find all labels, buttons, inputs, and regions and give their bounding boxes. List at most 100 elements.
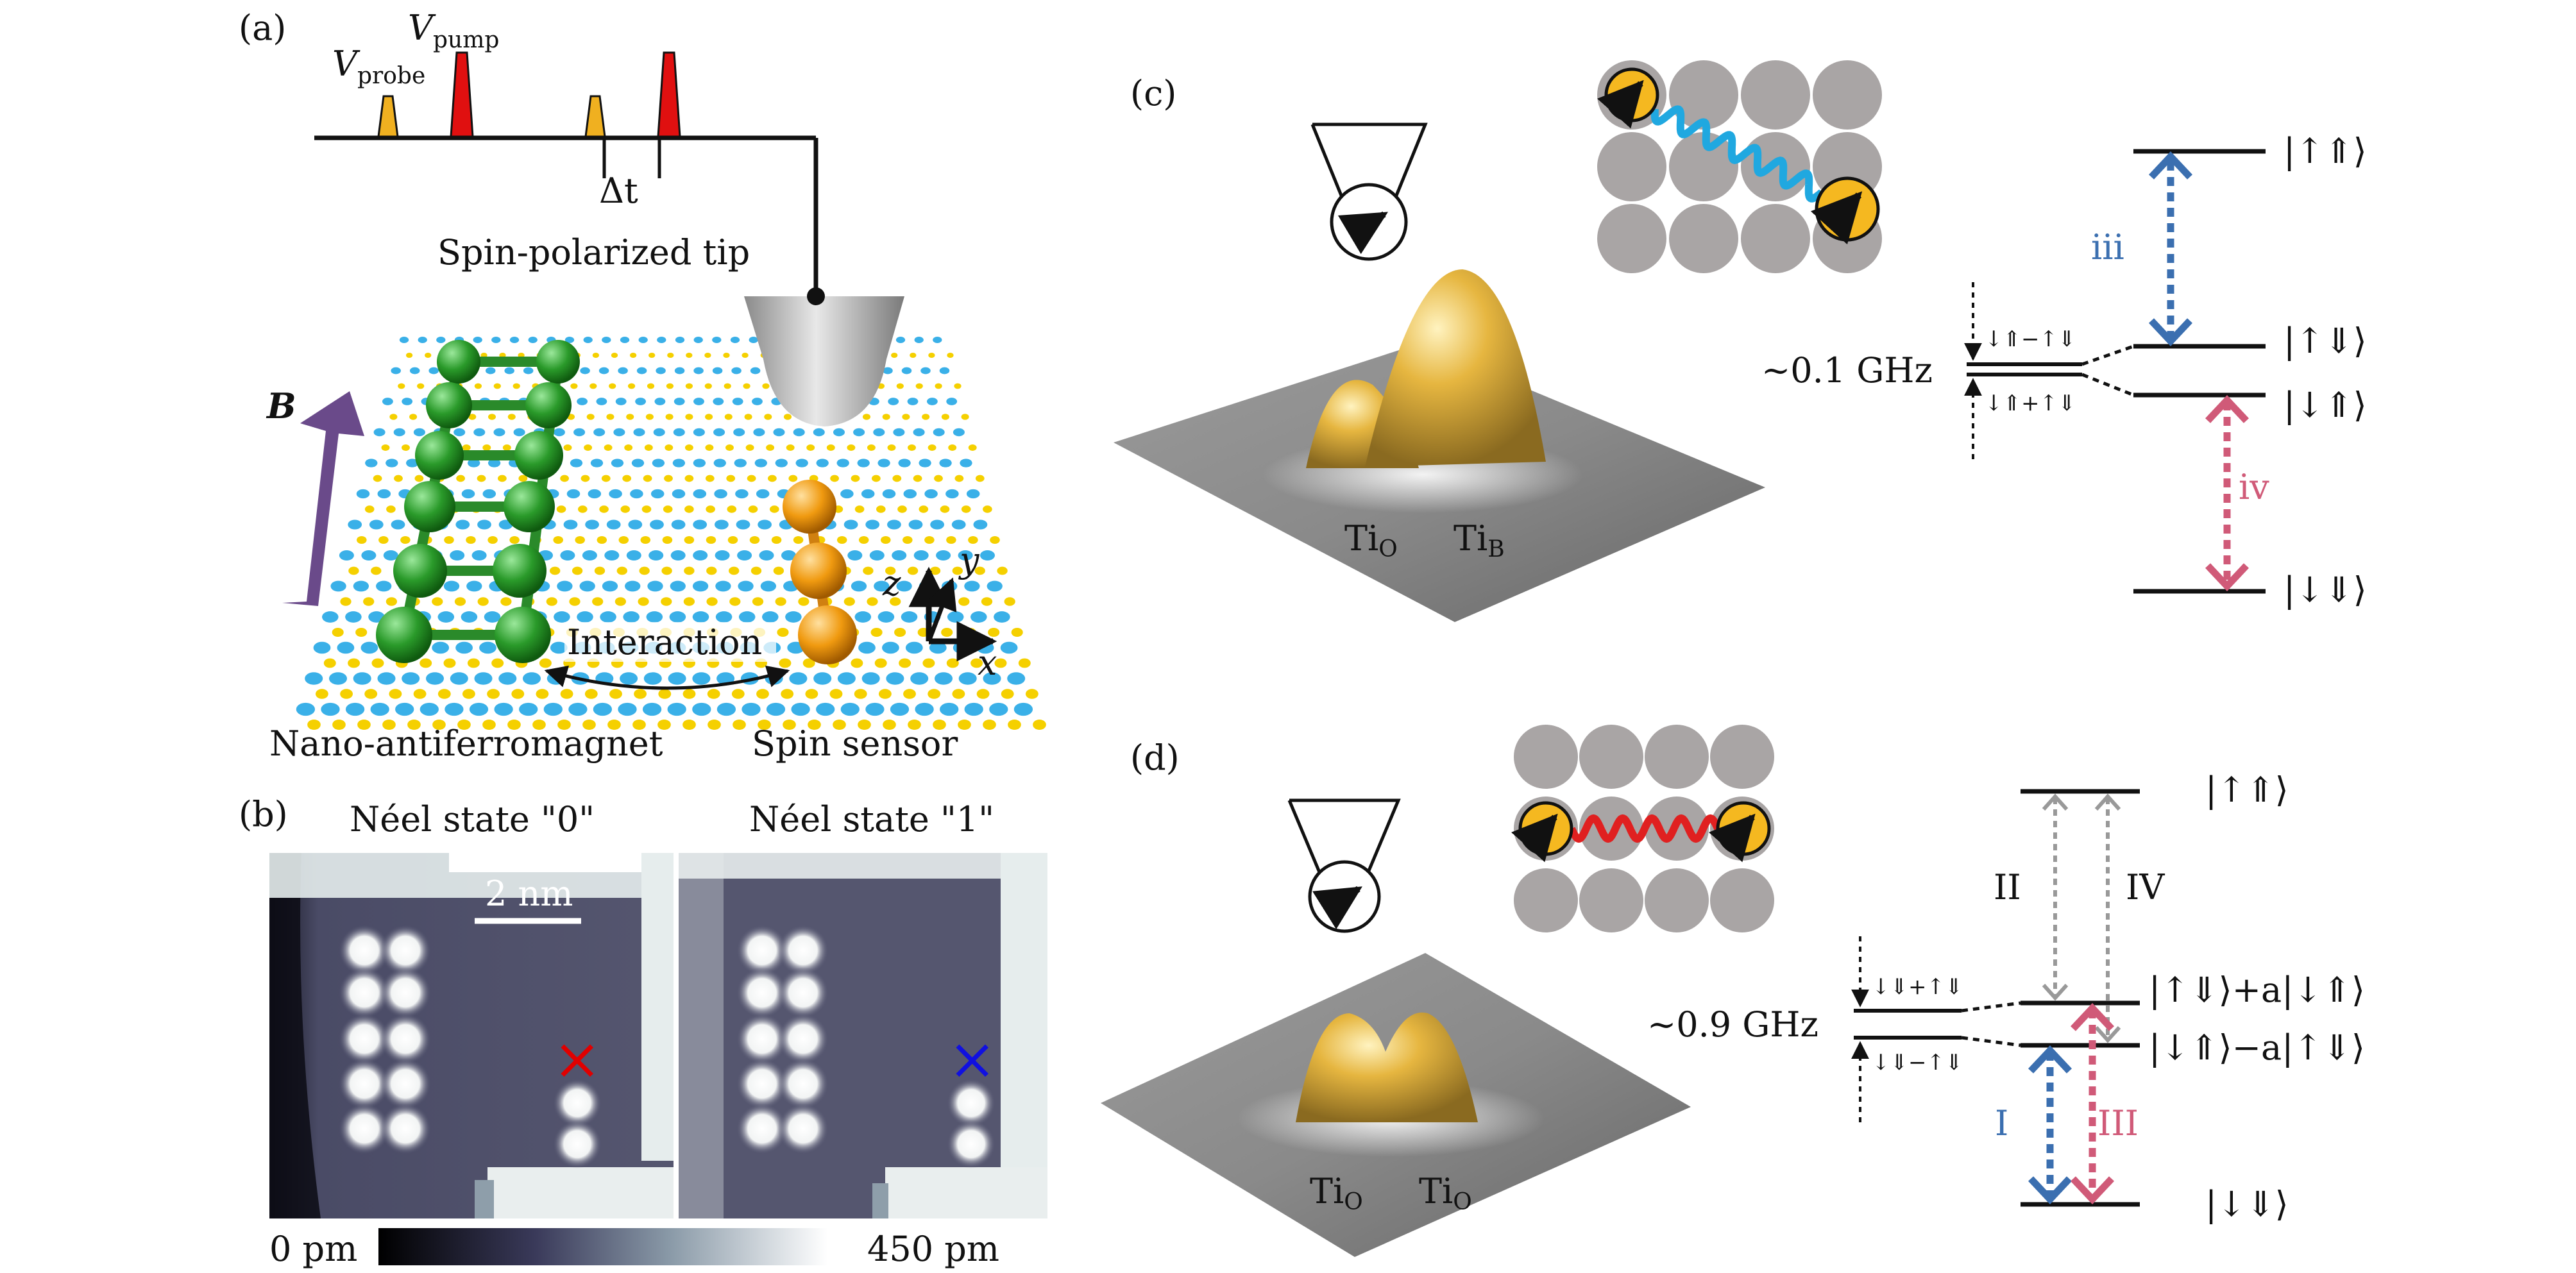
- lattice-dot: [413, 428, 425, 437]
- lattice-dot: [473, 428, 486, 437]
- lattice-dot: [854, 611, 872, 623]
- lattice-dot: [425, 352, 432, 358]
- coupling-wave-d: [1568, 814, 1722, 843]
- tip-sketch-d: [1287, 798, 1401, 933]
- lattice-dot: [783, 414, 792, 420]
- lattice-dot: [791, 702, 810, 716]
- afm-atom: [415, 431, 464, 480]
- lattice-dot: [933, 428, 945, 437]
- spin-atom-d-2: [1708, 801, 1771, 863]
- lattice-dot: [706, 505, 715, 513]
- lattice-dot: [928, 444, 936, 451]
- lattice-dot: [560, 475, 569, 482]
- lattice-dot: [847, 444, 856, 451]
- lattice-dot: [437, 611, 455, 623]
- lattice-dot: [793, 428, 805, 437]
- lattice-dot: [377, 672, 396, 685]
- lattice-dot: [882, 414, 890, 420]
- lattice-dot: [373, 475, 382, 482]
- lattice-dot: [618, 367, 628, 375]
- lattice-dot: [745, 444, 754, 451]
- lattice-dot: [865, 702, 885, 716]
- pump-pulse-1: [450, 51, 474, 138]
- lattice-dot: [357, 719, 371, 730]
- spin-sensor-atoms: [783, 480, 857, 664]
- lattice-dot: [614, 597, 627, 606]
- lattice-dot: [913, 550, 929, 561]
- tip-spin-arrow-icon: [1312, 886, 1362, 930]
- lattice-dot: [345, 702, 365, 716]
- lattice-dot: [584, 444, 593, 451]
- lattice-dot: [733, 719, 746, 730]
- lattice-dot: [808, 719, 821, 730]
- lattice-dot: [647, 580, 663, 592]
- lattice-dot: [756, 689, 769, 699]
- lattice-dot: [597, 535, 607, 544]
- lattice-dot: [461, 489, 475, 499]
- lattice-dot: [332, 627, 344, 637]
- lattice-dot: [891, 352, 898, 358]
- lattice-dot: [553, 535, 563, 544]
- lattice-dot: [518, 475, 528, 482]
- lattice-dot: [596, 398, 607, 405]
- lattice-dot: [952, 689, 965, 699]
- lattice-dot: [958, 719, 971, 730]
- lattice-dot: [734, 459, 747, 468]
- lattice-dot: [759, 550, 774, 561]
- panel-b: (b) Néel state "0" Néel state "1" 2 nm ×: [239, 794, 1047, 1269]
- level-label-d-3: |↓⇓⟩: [2205, 1184, 2289, 1224]
- lattice-dot: [704, 352, 711, 358]
- lattice-dot: [622, 475, 632, 482]
- lattice-dot: [964, 627, 976, 637]
- lattice-dot: [954, 383, 962, 389]
- lattice-dot: [913, 475, 922, 482]
- lattice-dot: [491, 337, 501, 343]
- lattice-dot: [583, 337, 593, 343]
- afm-atom: [495, 607, 551, 663]
- lattice-dot: [667, 352, 674, 358]
- lattice-dot: [979, 550, 996, 561]
- afm-atom: [426, 382, 472, 428]
- lattice-dot: [936, 550, 951, 561]
- afm-atom: [536, 340, 580, 384]
- lattice-dot: [487, 535, 498, 544]
- lattice-dot: [715, 580, 731, 592]
- lattice-dot: [853, 428, 865, 437]
- lattice-dot: [874, 658, 887, 668]
- lattice-dot: [661, 597, 672, 606]
- lattice-dot: [764, 414, 772, 420]
- lattice-dot: [417, 383, 425, 389]
- lattice-dot: [816, 702, 835, 716]
- lattice-dot: [840, 489, 854, 499]
- grid-atom: [1741, 204, 1810, 273]
- lattice-dot: [731, 689, 745, 699]
- lattice-dot: [693, 428, 705, 437]
- lattice-dot: [606, 519, 621, 530]
- lattice-dot: [536, 689, 549, 699]
- lattice-dot: [837, 672, 856, 685]
- colorbar-min-label: 0 pm: [269, 1229, 357, 1269]
- lattice-dot: [890, 702, 910, 716]
- lattice-dot: [393, 428, 405, 437]
- lattice-dot: [706, 535, 716, 544]
- lattice-dot: [881, 535, 891, 544]
- lattice-dot: [741, 352, 749, 358]
- stm-spots-left: [339, 925, 602, 1168]
- grid-atom: [1645, 725, 1709, 789]
- lattice-dot: [793, 535, 804, 544]
- stm-spot: [339, 1013, 390, 1065]
- lattice-dot: [409, 414, 418, 420]
- lattice-dot: [626, 414, 634, 420]
- lattice-dot: [645, 414, 654, 420]
- marker-blue: ×: [948, 1025, 996, 1093]
- lattice-dot: [941, 414, 949, 420]
- lattice-dot: [554, 611, 570, 623]
- lattice-dot: [672, 489, 686, 499]
- lattice-dot: [593, 702, 613, 716]
- stm-image-state-0: 2 nm ×: [269, 853, 674, 1218]
- lattice-dot: [686, 352, 693, 358]
- spm-tip: [744, 296, 904, 426]
- lattice-dot: [684, 535, 695, 544]
- lattice-dot: [684, 444, 693, 451]
